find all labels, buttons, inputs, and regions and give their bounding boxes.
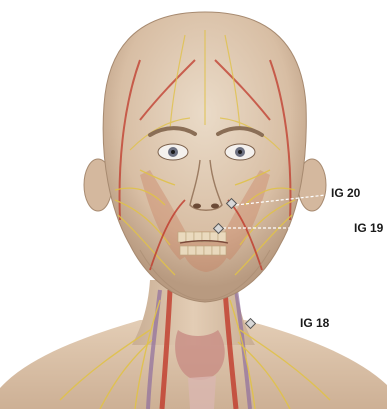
ig19-label: IG 19 [354, 221, 384, 235]
ig20-label: IG 20 [331, 186, 361, 200]
ig18-label: IG 18 [300, 316, 330, 330]
left-nostril [193, 204, 201, 209]
trachea [188, 376, 216, 409]
right-eye [225, 144, 255, 160]
right-nostril [211, 204, 219, 209]
left-eye [158, 144, 188, 160]
